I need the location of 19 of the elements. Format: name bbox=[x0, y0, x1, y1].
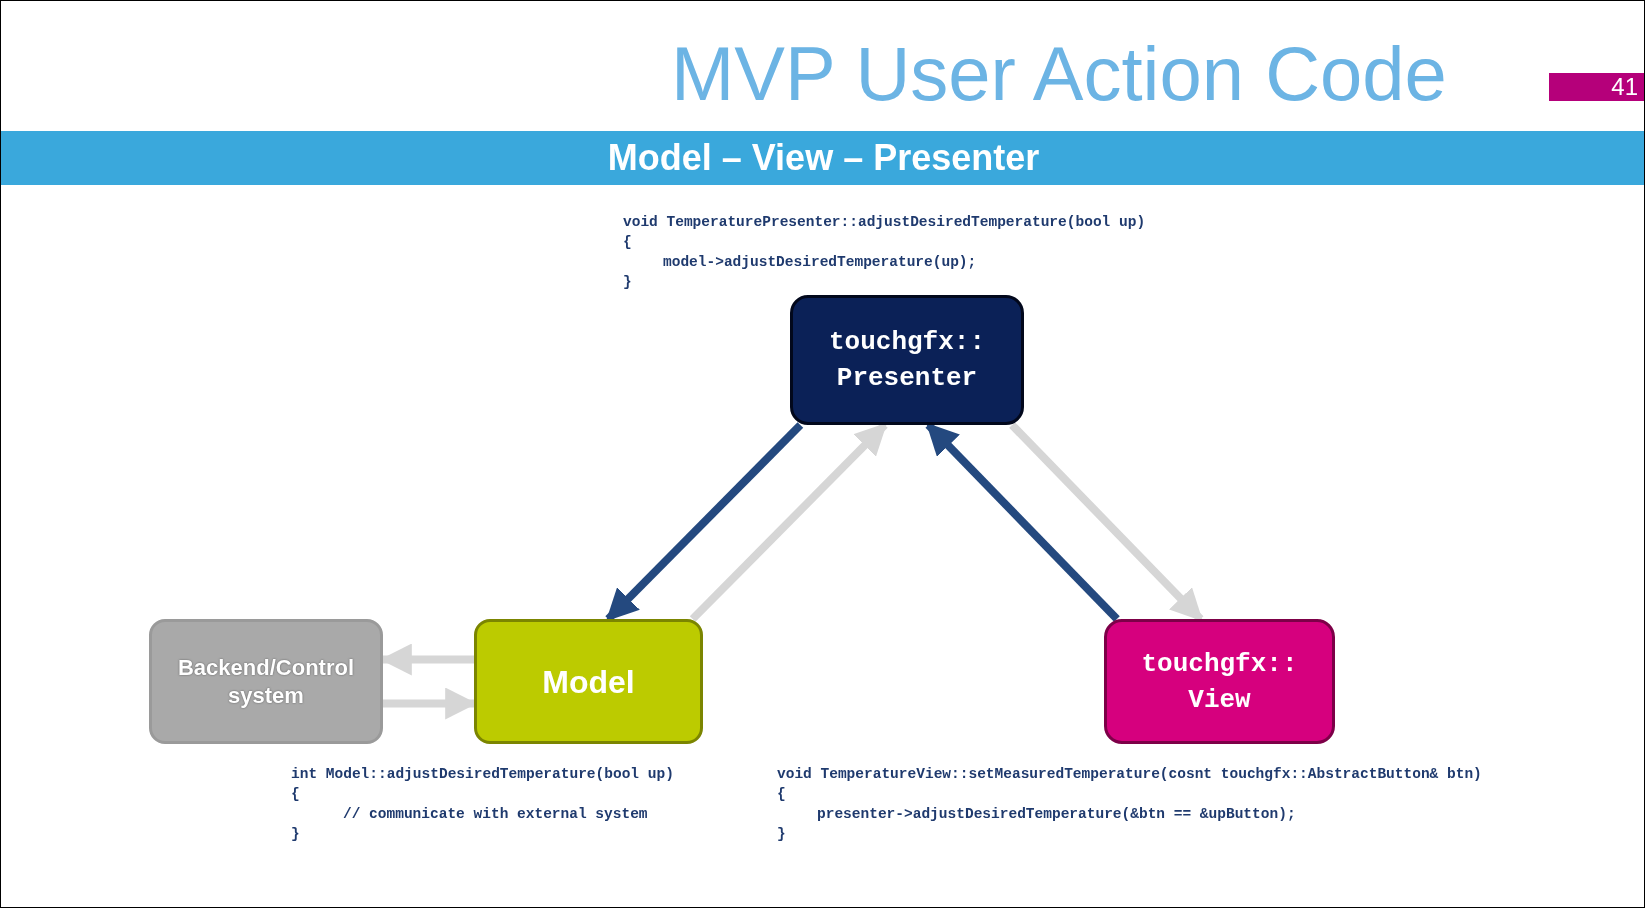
model-box: Model bbox=[474, 619, 703, 744]
code-line: { bbox=[777, 785, 786, 803]
page-number: 41 bbox=[1549, 73, 1644, 101]
presenter-box: touchgfx:: Presenter bbox=[790, 295, 1024, 425]
code-line: } bbox=[777, 825, 786, 843]
code-line: { bbox=[623, 233, 632, 251]
code-line: // communicate with external system bbox=[343, 805, 648, 823]
code-line: } bbox=[623, 273, 632, 291]
slide-title: MVP User Action Code bbox=[671, 30, 1447, 118]
code-line: model->adjustDesiredTemperature(up); bbox=[663, 253, 977, 271]
backend-box: Backend/Control system bbox=[149, 619, 383, 744]
code-line: int Model::adjustDesiredTemperature(bool up) bbox=[291, 765, 674, 783]
code-line: { bbox=[291, 785, 300, 803]
code-line: void TemperaturePresenter::adjustDesiredTemperature(bool up) bbox=[623, 213, 1146, 231]
code-line: presenter->adjustDesiredTemperature(&btn == &upButton); bbox=[817, 805, 1296, 823]
code-line: void TemperatureView::setMeasuredTemperature(cosnt touchgfx::AbstractButton& btn) bbox=[777, 765, 1482, 783]
code-line: } bbox=[291, 825, 300, 843]
subtitle-banner: Model – View – Presenter bbox=[1, 131, 1644, 185]
view-box: touchgfx:: View bbox=[1104, 619, 1335, 744]
